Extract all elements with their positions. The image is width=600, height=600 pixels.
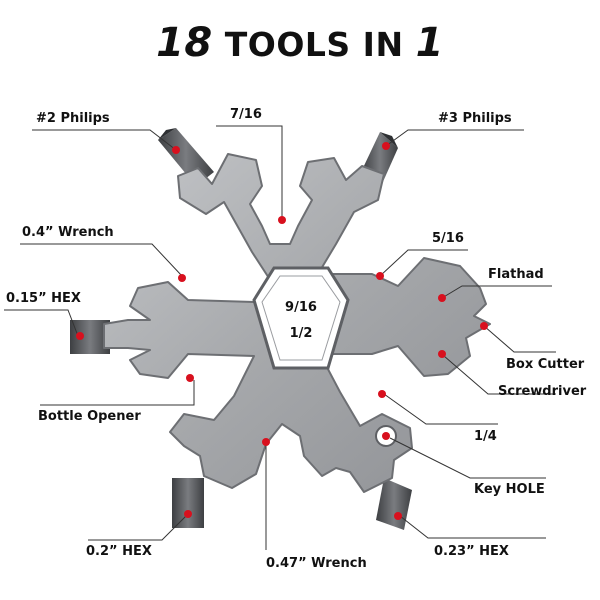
leader-1-4 bbox=[383, 393, 498, 425]
label-phillips2: #2 Philips bbox=[36, 111, 110, 126]
label-screwdriver: Screwdriver bbox=[498, 384, 587, 399]
leader-flathead bbox=[441, 285, 552, 299]
label-1-4: 1/4 bbox=[474, 429, 497, 444]
leader-bottle-opener bbox=[40, 380, 195, 406]
page-title: 18 TOOLS IN 1 bbox=[0, 20, 600, 66]
title-middle: TOOLS IN bbox=[224, 25, 404, 64]
marker-wrench-04 bbox=[178, 274, 186, 282]
hex-size-9-16: 9/16 bbox=[285, 300, 317, 315]
title-one: 1 bbox=[415, 20, 444, 66]
title-count: 18 bbox=[156, 20, 213, 66]
label-7-16: 7/16 bbox=[230, 107, 262, 122]
leader-screwdriver bbox=[443, 355, 556, 395]
marker-phillips2 bbox=[172, 146, 180, 154]
leader-hex-015 bbox=[4, 309, 79, 337]
hex-size-1-2: 1/2 bbox=[289, 326, 313, 341]
label-hex-015: 0.15” HEX bbox=[6, 291, 81, 306]
leader-5-16 bbox=[379, 249, 468, 277]
marker-phillips3 bbox=[382, 142, 390, 150]
marker-screwdriver bbox=[438, 350, 446, 358]
marker-hex-015 bbox=[76, 332, 84, 340]
leader-7-16 bbox=[216, 125, 283, 218]
label-wrench-047: 0.47” Wrench bbox=[266, 556, 367, 571]
bit-bottom-left bbox=[172, 478, 204, 528]
label-wrench-04: 0.4” Wrench bbox=[22, 225, 114, 240]
label-bottle-opener: Bottle Opener bbox=[38, 409, 141, 424]
bit-bottom-right bbox=[376, 478, 412, 530]
marker-5-16 bbox=[376, 272, 384, 280]
leader-wrench-04 bbox=[20, 243, 183, 277]
leader-hex-023 bbox=[399, 515, 546, 539]
leader-hex-02 bbox=[88, 513, 189, 541]
label-5-16: 5/16 bbox=[432, 231, 464, 246]
marker-7-16 bbox=[278, 216, 286, 224]
marker-key-hole bbox=[382, 432, 390, 440]
marker-hex-023 bbox=[394, 512, 402, 520]
tool-markers bbox=[76, 142, 488, 520]
leader-box-cutter bbox=[483, 325, 556, 353]
label-flathead: Flathad bbox=[488, 267, 544, 282]
marker-hex-02 bbox=[184, 510, 192, 518]
marker-flathead bbox=[438, 294, 446, 302]
marker-bottle-opener bbox=[186, 374, 194, 382]
marker-box-cutter bbox=[480, 322, 488, 330]
leader-lines bbox=[4, 125, 556, 550]
leader-key-hole bbox=[389, 437, 546, 479]
leader-phillips3 bbox=[385, 129, 524, 147]
label-key-hole: Key HOLE bbox=[474, 482, 545, 497]
label-phillips3: #3 Philips bbox=[438, 111, 512, 126]
label-box-cutter: Box Cutter bbox=[506, 357, 585, 372]
leader-phillips2 bbox=[32, 129, 177, 151]
marker-wrench-047 bbox=[262, 438, 270, 446]
label-hex-02: 0.2” HEX bbox=[86, 544, 152, 559]
label-hex-023: 0.23” HEX bbox=[434, 544, 509, 559]
marker-1-4 bbox=[378, 390, 386, 398]
